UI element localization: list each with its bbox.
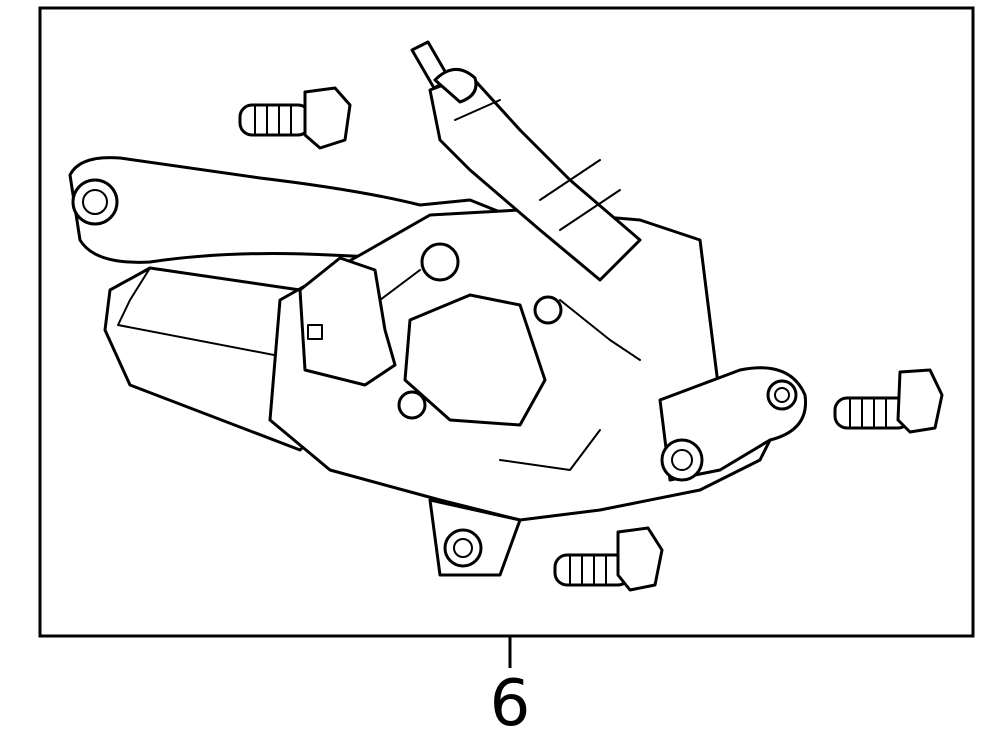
- callout-number: 6: [489, 667, 531, 741]
- bolt: [833, 368, 944, 434]
- bolt: [553, 526, 664, 592]
- wiper-motor-assembly: [68, 40, 808, 577]
- diagram-frame: [38, 6, 975, 638]
- bolt: [238, 86, 352, 150]
